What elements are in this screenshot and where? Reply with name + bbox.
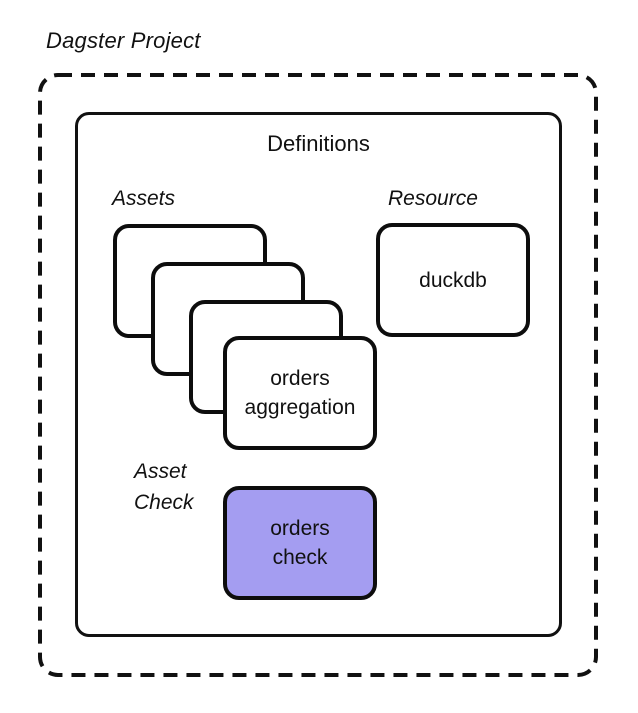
orders-aggregation-label-line2: aggregation — [244, 396, 356, 419]
orders-aggregation-label-line1: orders — [270, 367, 330, 390]
asset-node-orders-aggregation: orders aggregation — [223, 336, 377, 450]
project-title: Dagster Project — [46, 28, 201, 53]
asset-check-group-label: Asset Check — [134, 460, 194, 514]
orders-check-label-line2: check — [272, 546, 328, 569]
asset-check-node-orders-check: orders check — [223, 486, 377, 600]
resource-group-label: Resource — [388, 187, 478, 210]
definitions-title: Definitions — [267, 131, 370, 156]
assets-group-label: Assets — [112, 187, 176, 210]
duckdb-label: duckdb — [419, 268, 487, 292]
resource-node-duckdb: duckdb — [376, 223, 530, 337]
orders-check-label-line1: orders — [270, 517, 330, 540]
